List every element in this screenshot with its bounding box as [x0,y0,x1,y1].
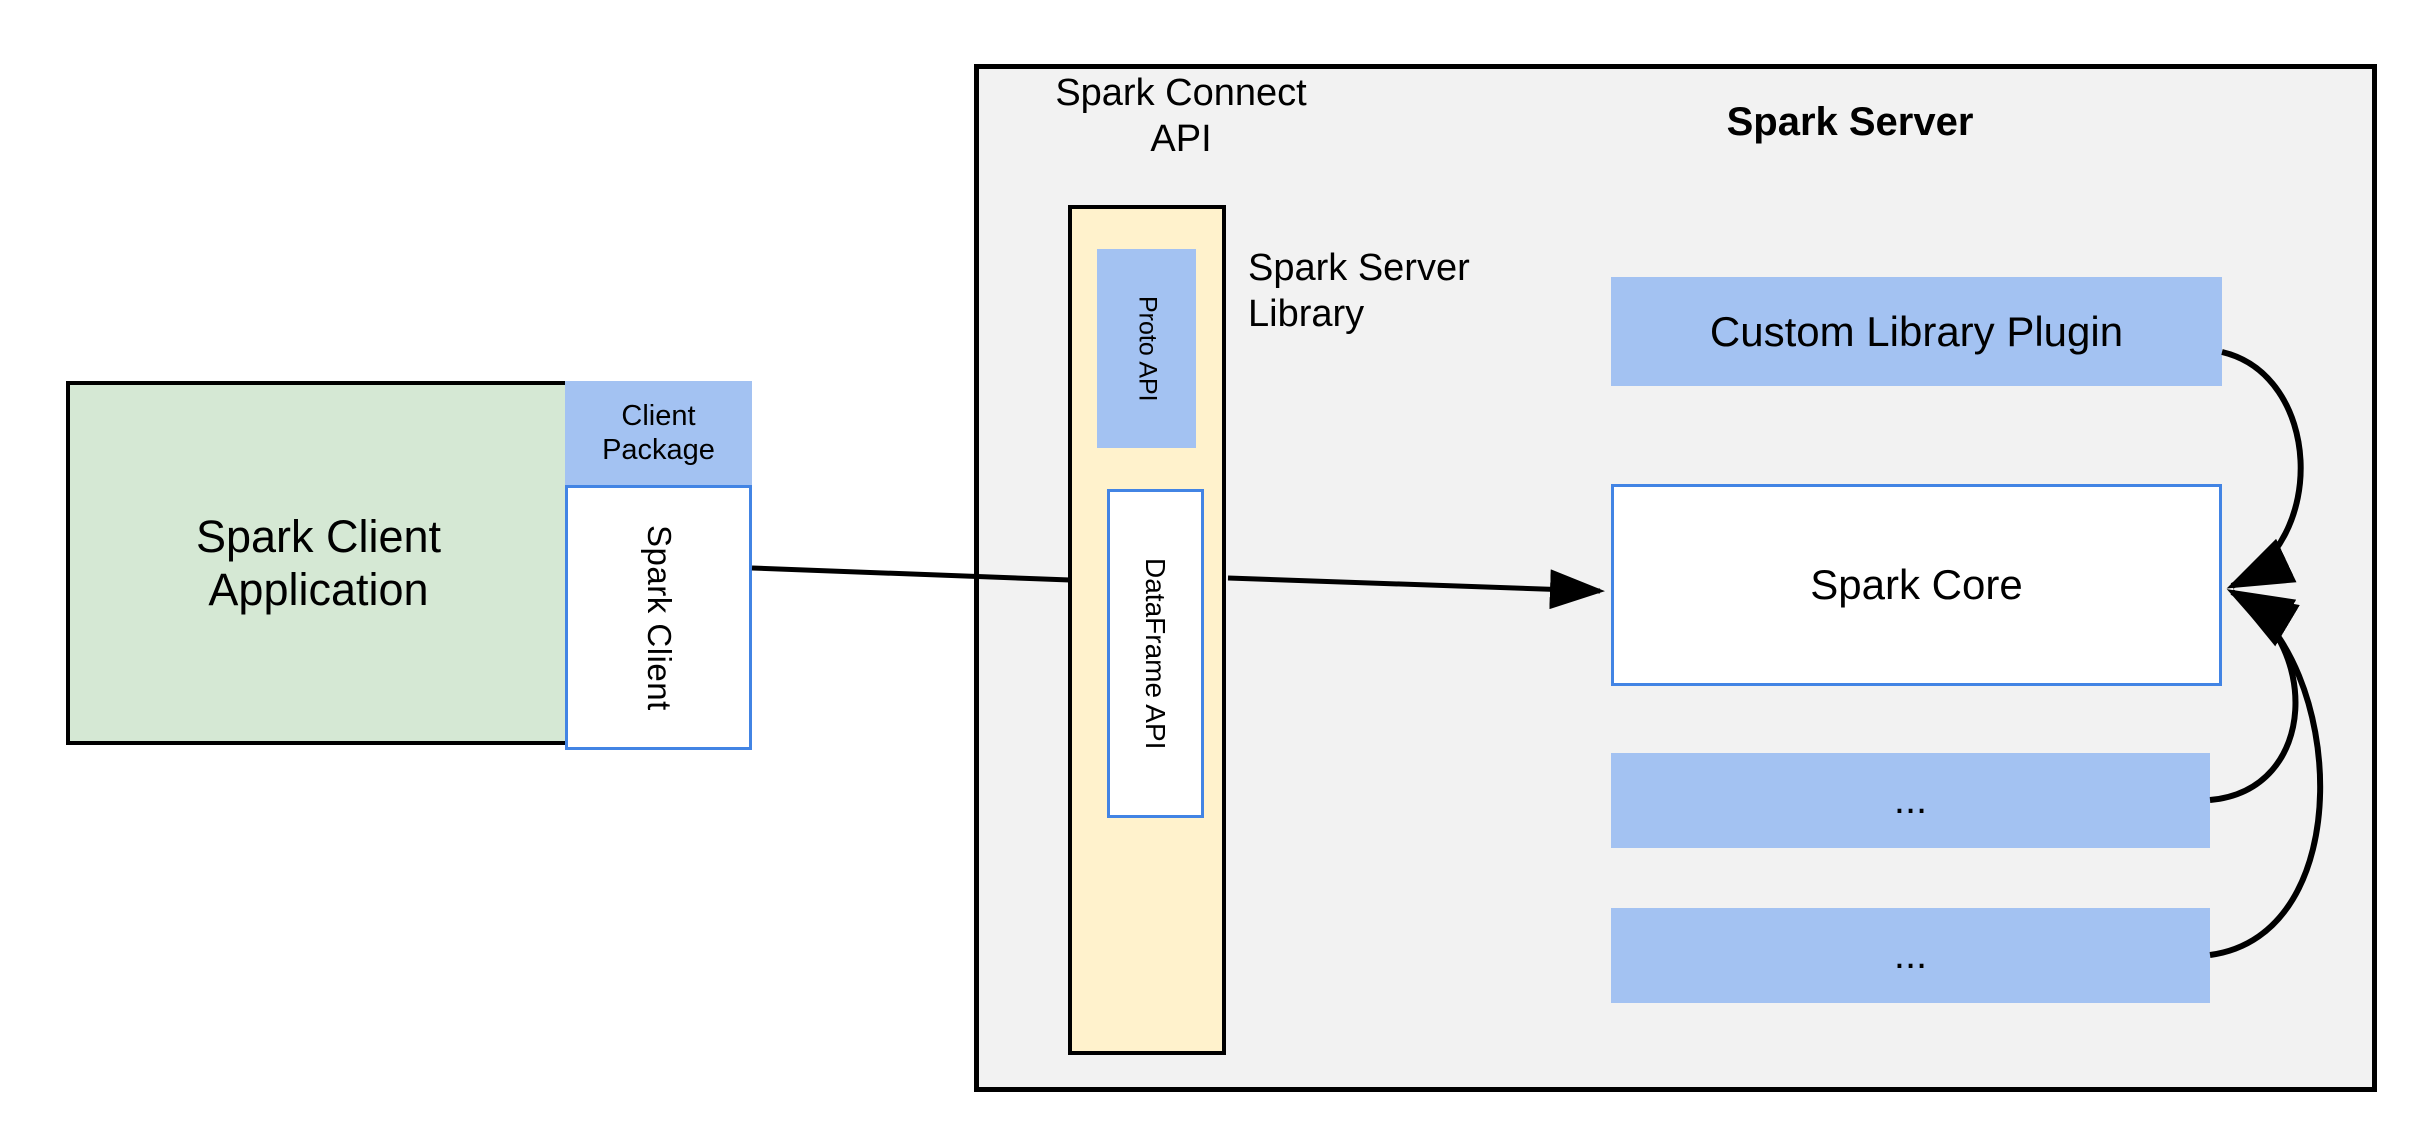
additional-component-label-1: ... [1893,777,1928,822]
client-package-box[interactable]: Client Package [565,381,752,485]
additional-component-label-2: ... [1893,932,1928,977]
spark-client-application-box[interactable]: Spark Client Application [66,381,571,745]
spark-core-label: Spark Core [1810,561,2023,609]
proto-api-box[interactable]: Proto API [1097,249,1196,448]
spark-client-label: Spark Client [640,524,678,711]
spark-core-box[interactable]: Spark Core [1611,484,2222,686]
custom-library-plugin-box[interactable]: Custom Library Plugin [1611,277,2222,386]
proto-api-label: Proto API [1133,295,1162,402]
additional-component-box-2[interactable]: ... [1611,908,2210,1003]
dataframe-api-box[interactable]: DataFrame API [1107,489,1204,818]
spark-server-title: Spark Server [1726,100,1974,144]
spark-connect-api-label: Spark Connect API [1055,72,1307,161]
spark-client-application-label: Spark Client Application [195,510,442,615]
custom-library-plugin-label: Custom Library Plugin [1709,307,2124,355]
additional-component-box-1[interactable]: ... [1611,753,2210,848]
spark-server-library-label: Spark Server Library [1248,247,1470,336]
dataframe-api-label: DataFrame API [1140,557,1172,750]
spark-client-box[interactable]: Spark Client [565,485,752,750]
client-package-label: Client Package [602,399,715,466]
